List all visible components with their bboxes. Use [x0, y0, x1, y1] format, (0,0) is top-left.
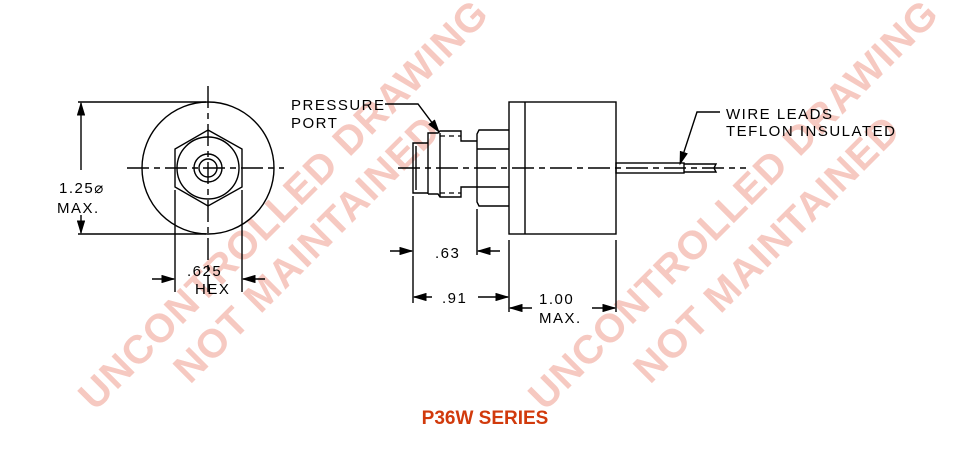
- hex-dim-label: .625: [187, 263, 222, 280]
- pressure-port-label-line2: PORT: [291, 115, 338, 132]
- wire-leads-label-line1: WIRE LEADS: [726, 106, 834, 123]
- drawing-title: P36W SERIES: [422, 408, 549, 429]
- hex-label: HEX: [195, 281, 230, 298]
- port-length-dim: .91: [442, 290, 467, 307]
- body-length-dim: 1.00: [539, 291, 574, 308]
- pressure-port-label-line1: PRESSURE: [291, 97, 386, 114]
- diameter-max-label: MAX.: [57, 200, 100, 217]
- diameter-dim-label: 1.25⌀: [59, 180, 105, 197]
- wire-leads-label-line2: TEFLON INSULATED: [726, 123, 896, 140]
- pressure-port-fitting: [427, 130, 477, 198]
- body-length-max: MAX.: [539, 310, 582, 327]
- side-view: PRESSURE PORT WIRE LEADS TEFLON INSULATE…: [291, 97, 896, 327]
- watermark-uncontrolled-right: UNCONTROLLED DRAWING: [520, 0, 947, 418]
- pressure-port-leader: [385, 103, 440, 134]
- end-view: 1.25⌀ MAX. .625 HEX: [57, 86, 284, 298]
- watermark-uncontrolled-left: UNCONTROLLED DRAWING: [70, 0, 497, 418]
- wire-leads-leader: [679, 111, 720, 166]
- fitting-length-dim: .63: [435, 245, 460, 262]
